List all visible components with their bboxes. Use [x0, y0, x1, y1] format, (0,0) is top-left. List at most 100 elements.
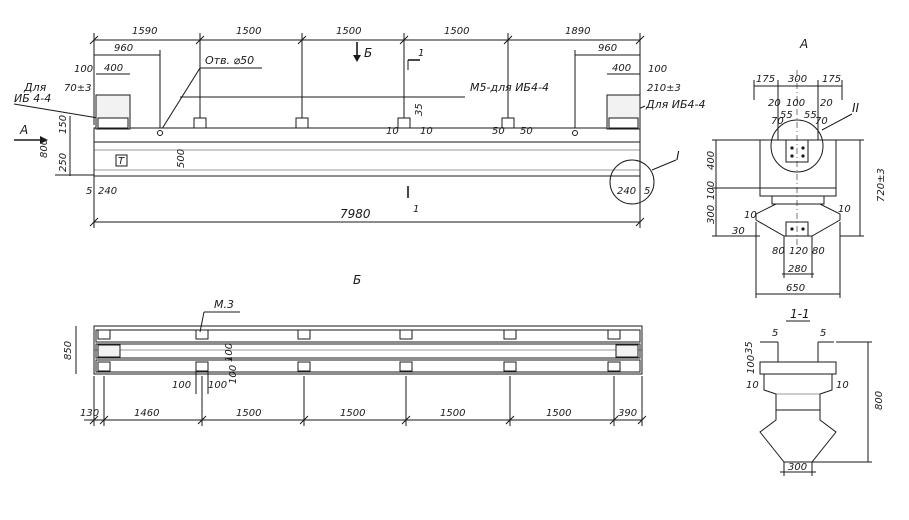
section-1-top: 1: [418, 48, 424, 59]
section-1-1: 1-1 5 5 100 35 10 10 800 300: [744, 307, 885, 476]
right-100: 100: [648, 64, 667, 75]
left-dlya: Для: [23, 81, 47, 94]
s11-10b: 10: [836, 380, 849, 391]
m3-label: М.3: [214, 298, 234, 311]
va-280: 280: [788, 264, 807, 275]
plan-dim-1460: 1460: [134, 408, 159, 419]
top-dim-3: 1500: [336, 26, 361, 37]
va-100: 100: [786, 98, 805, 109]
hole-label: Отв. ⌀50: [205, 54, 254, 67]
top-dimension-ticks: [89, 35, 645, 45]
dim-850: 850: [63, 341, 74, 360]
view-a-title: А: [799, 37, 808, 51]
s11-web: [759, 409, 837, 463]
plan-dim-ticks: [89, 415, 647, 425]
lifting-loops: [157, 117, 578, 136]
dim-10a: 10: [386, 126, 399, 137]
view-a-arrow: А: [19, 123, 28, 137]
node-i-circle: [609, 159, 655, 205]
va-650: 650: [786, 283, 805, 294]
va-100b: 100: [706, 181, 717, 200]
dim-35: 35: [414, 103, 425, 116]
mark-t: [115, 154, 128, 167]
section-b-mark: Б: [364, 46, 372, 60]
top-dim-2: 1500: [236, 26, 261, 37]
s11-800: 800: [874, 391, 885, 410]
left-ib: ИБ 4-4: [14, 92, 51, 105]
left-100: 100: [74, 64, 93, 75]
plan-100a: 100: [224, 343, 235, 362]
plan-inserts: [97, 329, 639, 372]
dim-5-left: 5: [86, 186, 92, 197]
plan-dim-130: 130: [80, 408, 99, 419]
va-node-ii: II: [852, 101, 860, 115]
plan-100d: 100: [208, 380, 227, 391]
dim-500: 500: [176, 149, 187, 168]
left-960: 960: [114, 43, 133, 54]
node-i: I: [676, 149, 680, 163]
section-1-bottom: 1: [413, 204, 419, 215]
s11-100: 100: [746, 355, 757, 374]
plan-dim-1500d: 1500: [546, 408, 571, 419]
s11-300: 300: [788, 462, 807, 473]
va-80a: 80: [772, 246, 785, 257]
left-70: 70±3: [64, 83, 91, 94]
plan-b-title: Б: [353, 273, 361, 287]
dim-800: 800: [39, 139, 50, 158]
s11-10a: 10: [746, 380, 759, 391]
left-400: 400: [104, 63, 123, 74]
va-20a: 20: [768, 98, 781, 109]
elevation-view: 1590 1500 1500 1500 1890 Б 960 960 400 4…: [13, 26, 705, 228]
s11-5b: 5: [820, 328, 826, 339]
va-10a: 10: [744, 210, 757, 221]
right-dlya-ib: Для ИБ4-4: [645, 98, 705, 111]
va-120: 120: [789, 246, 808, 257]
plan-dim-390: 390: [618, 408, 637, 419]
dim-150: 150: [58, 115, 69, 134]
dim-240-right: 240: [617, 186, 636, 197]
s11-35: 35: [744, 341, 755, 354]
va-10b: 10: [838, 204, 851, 215]
total-length: 7980: [340, 207, 371, 221]
dim-10b: 10: [420, 126, 433, 137]
right-210: 210±3: [647, 83, 681, 94]
va-top-175b: 175: [822, 74, 841, 85]
va-70b: 70: [815, 116, 828, 127]
left-end-detail: [97, 117, 129, 129]
right-960: 960: [598, 43, 617, 54]
dim-240-left: 240: [98, 186, 117, 197]
plan-100c: 100: [172, 380, 191, 391]
va-70a: 70: [771, 116, 784, 127]
va-top-300: 300: [788, 74, 807, 85]
s11-5a: 5: [772, 328, 778, 339]
dim-250: 250: [58, 153, 69, 172]
va-node-circle: [770, 119, 824, 173]
s11-flange: [759, 361, 837, 375]
m5-label: М5-для ИБ4-4: [470, 81, 549, 94]
top-dim-5: 1890: [565, 26, 590, 37]
dim-5-right: 5: [644, 186, 650, 197]
right-400: 400: [612, 63, 631, 74]
dim-50b: 50: [520, 126, 533, 137]
end-view-a: А 175 300 175 20 100 20 55 55 70 70 II: [706, 37, 887, 298]
va-30: 30: [732, 226, 745, 237]
top-dim-1: 1590: [132, 26, 157, 37]
plan-100b: 100: [228, 365, 239, 384]
top-dim-4: 1500: [444, 26, 469, 37]
dim-50a: 50: [492, 126, 505, 137]
va-55b: 55: [804, 110, 817, 121]
plan-dim-1500c: 1500: [440, 408, 465, 419]
plan-dim-1500b: 1500: [340, 408, 365, 419]
right-end-detail: [608, 117, 639, 129]
va-55a: 55: [780, 110, 793, 121]
va-top-175a: 175: [756, 74, 775, 85]
svg-text:Т: Т: [118, 156, 125, 167]
va-20b: 20: [820, 98, 833, 109]
va-720: 720±3: [876, 168, 887, 202]
va-400: 400: [706, 151, 717, 170]
plan-b-view: Б М.3 850 100 100 100 1: [63, 273, 647, 426]
plan-dim-1500a: 1500: [236, 408, 261, 419]
beam-top-flange: [93, 127, 641, 143]
va-80b: 80: [812, 246, 825, 257]
